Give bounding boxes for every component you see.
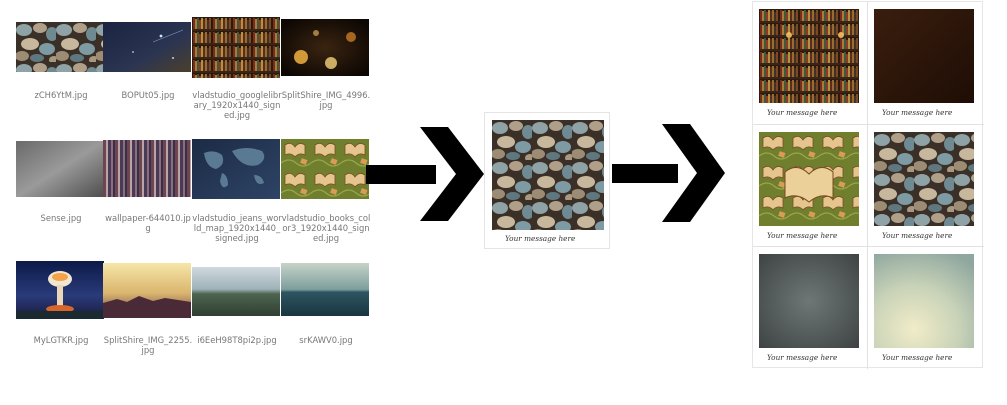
- world-map-thumbnail: [192, 139, 280, 199]
- sea-horizon-thumbnail: [281, 263, 369, 316]
- library-thumbnail: [192, 17, 280, 78]
- print-card[interactable]: Your message here: [868, 125, 981, 245]
- file-name: srKAWV0.jpg: [299, 335, 353, 345]
- sunset-thumbnail: [103, 263, 191, 318]
- dark-wood-photo: [874, 9, 974, 103]
- books-pattern-photo: [759, 132, 859, 226]
- grey-texture-thumbnail: [16, 141, 104, 197]
- file-name: vladstudio_jeans_world_map_1920x1440_sig…: [192, 213, 282, 243]
- file-name: vladstudio_googlelibrary_1920x1440_signe…: [192, 90, 282, 120]
- striped-fabric-thumbnail: [103, 140, 191, 197]
- bokeh-lights-thumbnail: [281, 19, 369, 76]
- pebbles-photo: [492, 120, 604, 230]
- card-message: Your message here: [882, 231, 953, 240]
- card-message: Your message here: [767, 108, 838, 117]
- card-message: Your message here: [882, 353, 953, 362]
- library-photo: [759, 9, 859, 103]
- file-name: i6EeH98T8pi2p.jpg: [197, 335, 277, 345]
- print-sheet: Your message here Your message here Your…: [752, 1, 984, 369]
- card-message: Your message here: [882, 108, 953, 117]
- file-name: SplitShire_IMG_4996.jpg: [281, 90, 371, 110]
- file-name: SplitShire_IMG_2255.jpg: [103, 335, 193, 355]
- explosion-thumbnail: [16, 261, 104, 319]
- grey-texture-photo: [759, 254, 859, 348]
- arrow-right-icon: [612, 124, 725, 222]
- night-sky-thumbnail: [103, 22, 191, 72]
- file-browser-grid: zCH6YtM.jpg BOPUt05.jpg vladstudio_googl…: [10, 14, 370, 359]
- print-card[interactable]: Your message here: [868, 247, 981, 367]
- file-name: wallpaper-644010.jpg: [105, 213, 191, 233]
- card-message: Your message here: [767, 231, 838, 240]
- pebbles-thumbnail: [16, 22, 104, 72]
- print-card[interactable]: Your message here: [753, 125, 866, 245]
- print-card[interactable]: Your message here: [753, 2, 866, 122]
- print-card[interactable]: Your message here: [753, 247, 866, 367]
- file-name: MyLGTKR.jpg: [33, 335, 89, 345]
- preview-card[interactable]: Your message here: [484, 112, 610, 249]
- sky-photo: [874, 254, 974, 348]
- file-name: Sense.jpg: [40, 213, 82, 223]
- pebbles-photo: [874, 132, 974, 226]
- print-card[interactable]: Your message here: [868, 2, 981, 122]
- landscape-thumbnail: [192, 267, 280, 316]
- books-pattern-thumbnail: [281, 139, 369, 199]
- file-name: zCH6YtM.jpg: [34, 90, 88, 100]
- card-message: Your message here: [767, 353, 838, 362]
- arrow-right-icon: [366, 127, 484, 221]
- cut-lines: [753, 2, 984, 369]
- file-name: vladstudio_books_color3_1920x1440_signed…: [281, 213, 371, 243]
- file-name: BOPUt05.jpg: [121, 90, 175, 100]
- card-message: Your message here: [505, 234, 576, 243]
